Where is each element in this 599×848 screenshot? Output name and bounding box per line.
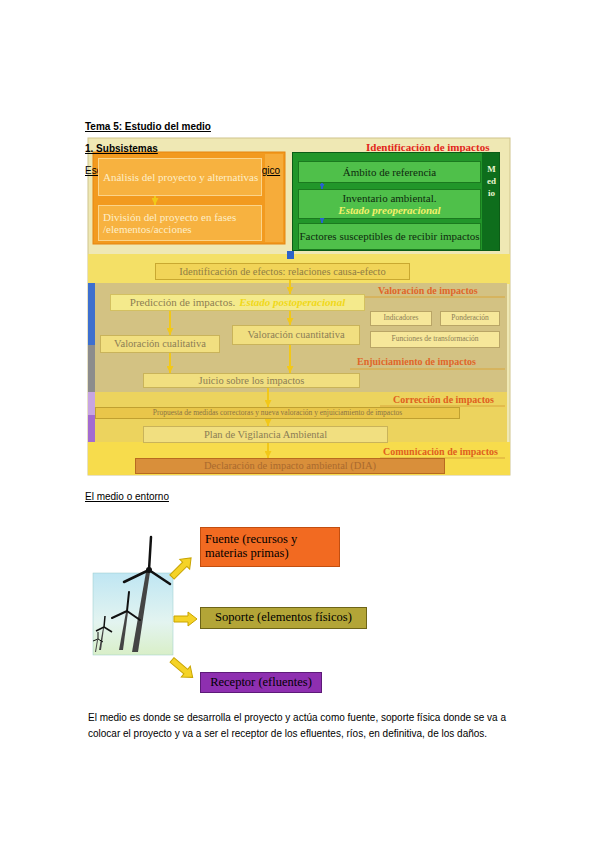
band [88,442,510,475]
box-subtext: Estado preoperacional [338,204,440,216]
phase-label: Enjuiciamiento de impactos [357,356,476,367]
role-box: Soporte (elementos físicos) [200,607,367,629]
flow-arrow [321,219,323,223]
box-text: Ponderación [451,314,489,322]
hub [146,567,152,573]
box-text: Predicción de impactos. [130,296,235,308]
box-text: Ámbito de referencia [343,166,436,178]
side-strip [88,345,95,392]
box-text: Análisis del proyecto y alternativas [103,171,258,183]
page-title: Tema 5: Estudio del medio [85,121,211,132]
process-box: Declaración de impacto ambiental (DIA) [135,458,445,474]
box-text: Plan de Vigilancia Ambiental [204,429,327,441]
band [88,254,510,284]
sky-panel [93,573,173,655]
process-box: Factores susceptibles de recibir impacto… [298,223,481,250]
side-strip [88,392,95,415]
block-arrow [167,553,196,582]
process-box: División del proyecto en fases /elemento… [98,205,262,241]
box-text: Factores susceptibles de recibir impacto… [299,230,479,242]
subheading: El medio o entorno [85,491,169,502]
blades [124,537,170,584]
block-arrow-shape [174,612,197,626]
section-heading: 1. Subsistemas [85,143,158,154]
process-box: Ámbito de referencia [298,161,481,183]
box-text: Medio [487,163,496,199]
process-box: Identificación de efectos: relaciones ca… [155,263,410,280]
side-strip [88,415,95,442]
process-box: Análisis del proyecto y alternativas [98,158,262,196]
blades [93,632,103,642]
tower [95,640,98,652]
box-text: División del proyecto en fases /elemento… [103,211,261,235]
box-text: Fuente (recursos y materias primas) [205,533,339,561]
section-rule [360,297,505,298]
role-box: Receptor (efluentes) [200,672,322,693]
tower [119,612,128,650]
flow-arrow [267,388,269,407]
phase-label: Valoración de impactos [378,285,478,296]
block-arrow [174,612,197,626]
box-text: Juicio sobre los impactos [199,375,305,387]
process-box: Plan de Vigilancia Ambiental [143,426,388,443]
block-arrow-shape [168,655,198,683]
box-text: Valoración cuantitativa [247,329,344,341]
band [95,283,507,393]
group-box: Medio Ámbito de referenciaInventario ambi… [292,152,500,251]
box-text: Identificación de efectos: relaciones ca… [179,266,385,278]
process-box: Predicción de impactos. Estado postoperac… [110,294,365,311]
process-box: Valoración cualitativa [100,335,220,353]
box-text: Valoración cualitativa [114,338,206,350]
side-strip [88,283,95,345]
windmill-illustration [93,537,173,655]
flow-arrow [289,345,291,373]
paragraph: El medio es donde se desarrolla el proye… [88,710,518,742]
box-text: Inventario ambiental. [342,192,436,204]
criteria-box: Indicadores [370,311,432,326]
diagram-frame [88,138,510,475]
box-subtext: Estado postoperacional [239,296,345,308]
blades [96,616,112,632]
flow-arrow [289,311,291,325]
block-arrow-shape [167,553,196,582]
box-text: Receptor (efluentes) [210,676,312,690]
block-arrow [168,655,198,683]
box-text: Indicadores [384,314,419,322]
box-text: Funciones de transformación [391,335,478,343]
blades [112,592,140,620]
flow-arrow [267,443,269,458]
section-rule [350,369,505,370]
box-text: Soporte (elementos físicos) [215,611,352,625]
criteria-box: Ponderación [440,311,500,326]
flow-arrow [267,419,269,426]
criteria-box: Funciones de transformación [370,331,500,348]
tower [132,572,150,652]
flow-arrow [169,311,171,335]
tower [99,628,104,650]
process-box: Valoración cuantitativa [232,325,360,345]
box-text: Declaración de impacto ambiental (DIA) [204,460,376,472]
box-text: Propuesta de medidas correctoras y nueva… [153,409,403,417]
band [95,392,507,442]
flow-arrow [154,196,156,205]
process-box: Juicio sobre los impactos [143,373,360,388]
flow-arrow [169,353,171,373]
flow-arrow [321,183,323,189]
process-box: Inventario ambiental.Estado preoperacion… [298,189,481,219]
phase-label: Corrección de impactos [393,394,494,405]
project-group [93,152,285,244]
process-box: Propuesta de medidas correctoras y nueva… [95,407,460,419]
connector-square [287,251,294,259]
flow-arrow [289,280,291,294]
role-box: Fuente (recursos y materias primas) [200,527,340,567]
phase-label: Comunicación de impactos [383,446,498,457]
